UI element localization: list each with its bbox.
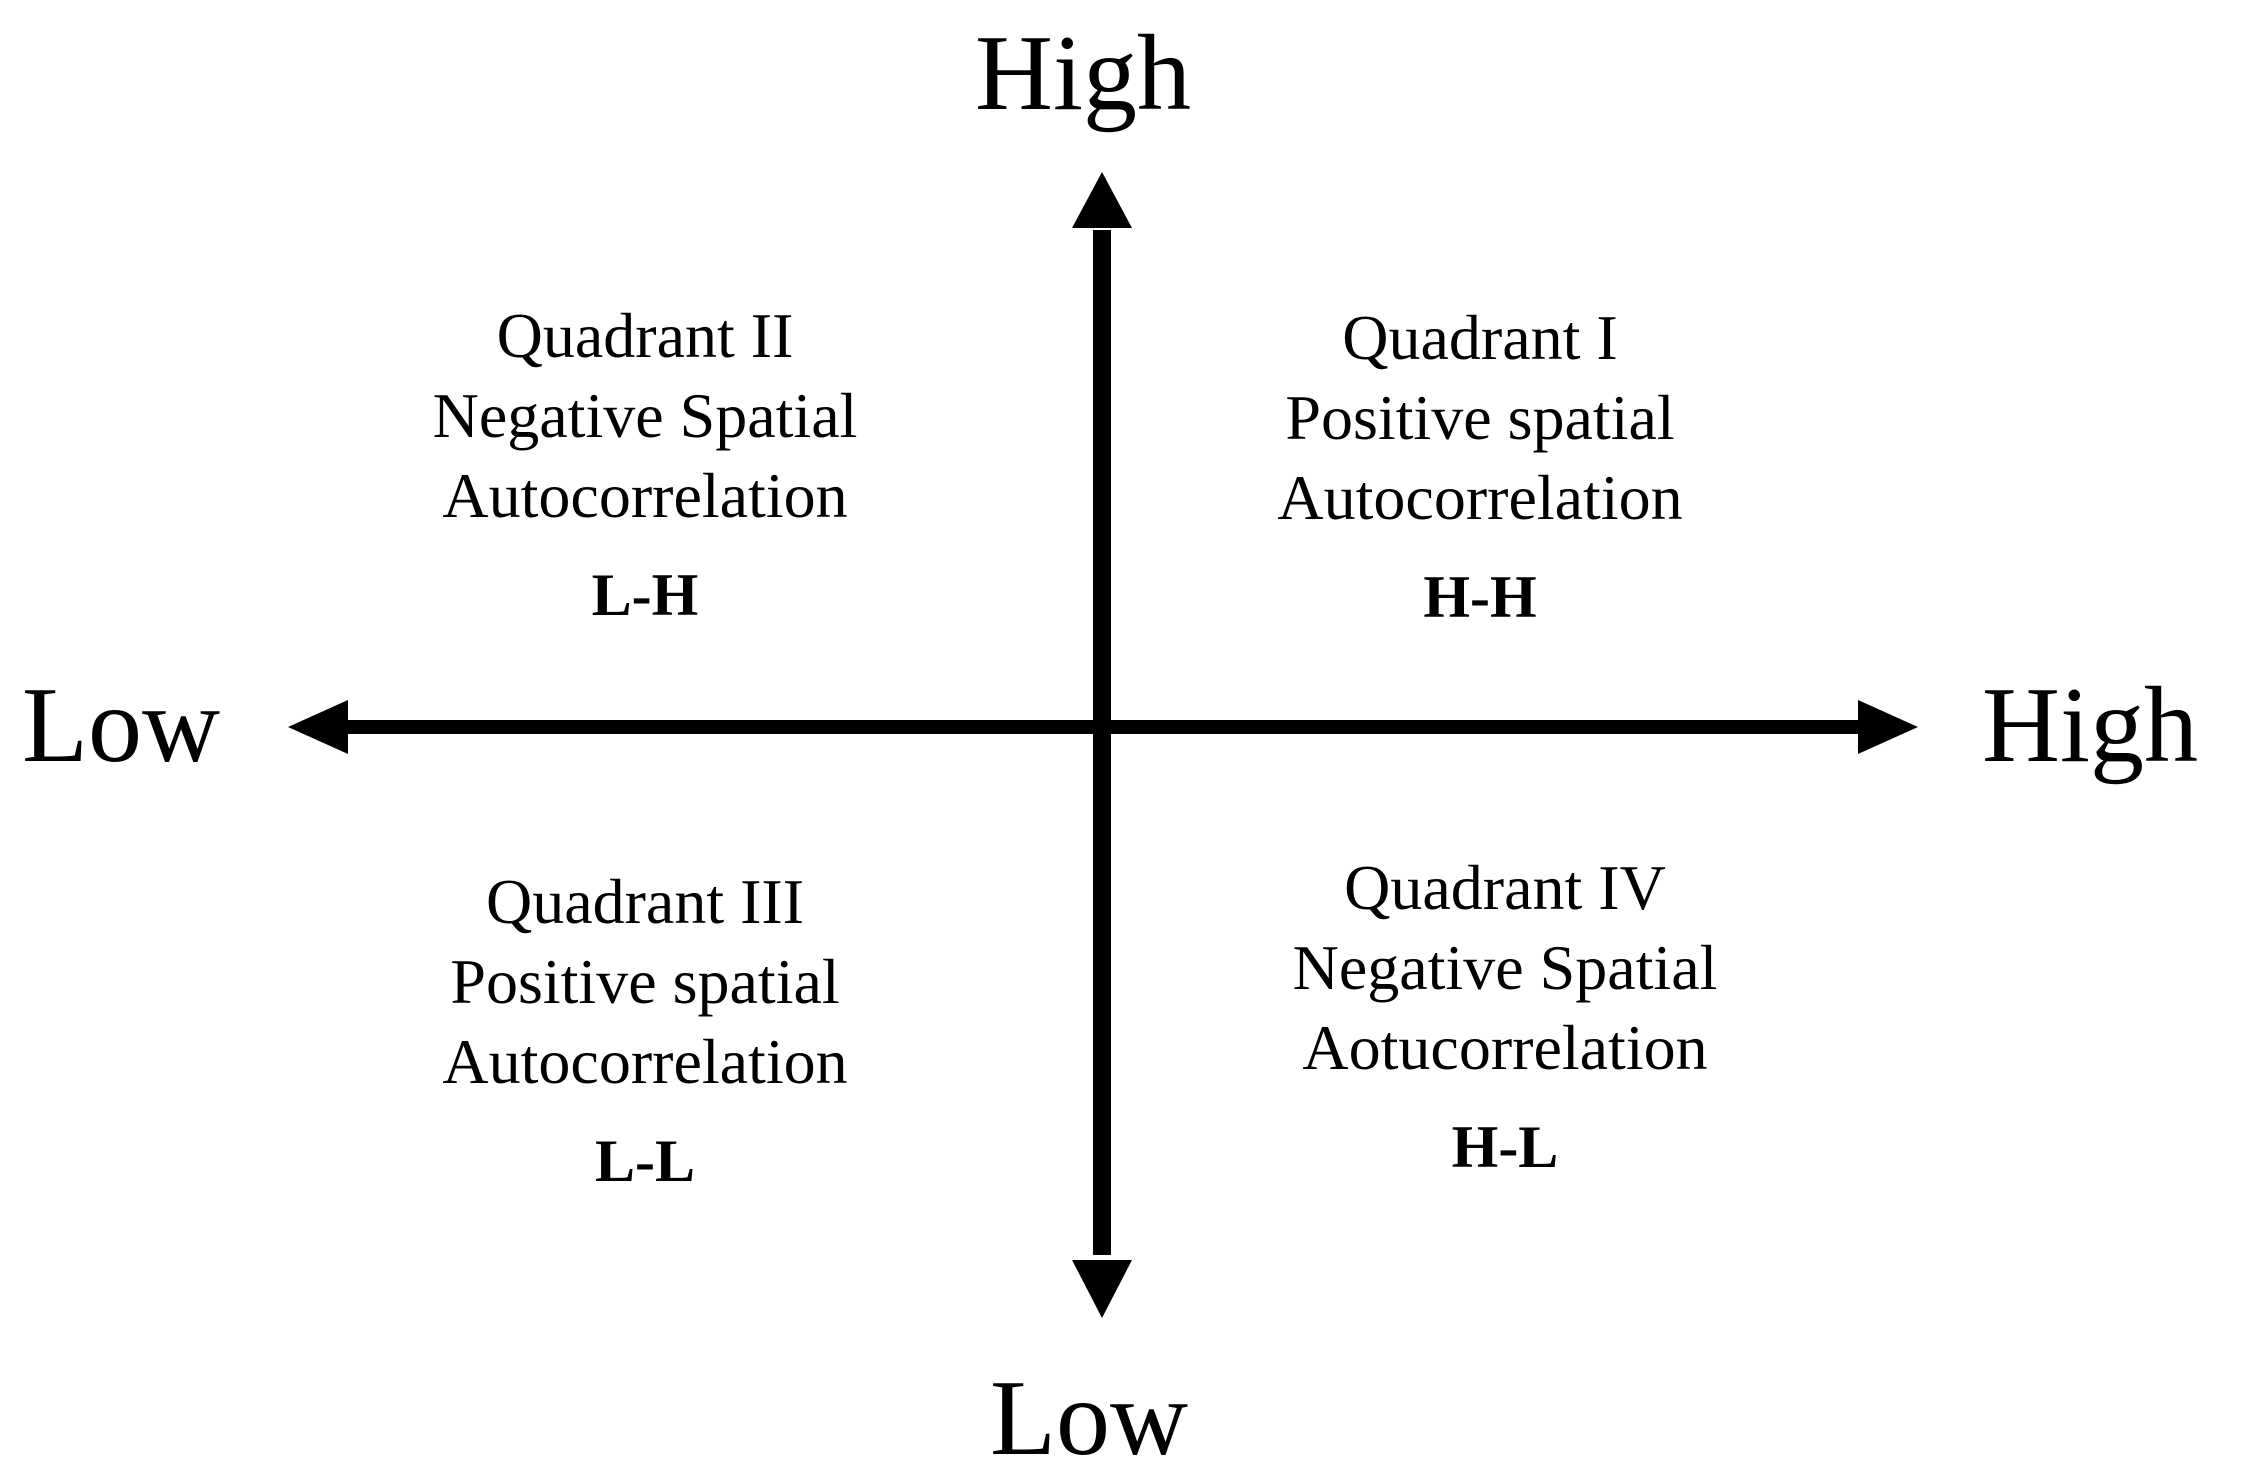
left-arrowhead — [288, 700, 348, 754]
quadrant-iii: Quadrant III Positive spatial Autocorrel… — [335, 862, 955, 1196]
y-axis-high-label: High — [975, 14, 1191, 133]
quadrant-iv-title: Quadrant IV — [1344, 852, 1666, 923]
quadrant-ii-line-3: Autocorrelation — [442, 460, 848, 531]
x-axis-high-label: High — [1982, 666, 2198, 785]
quadrant-iii-title: Quadrant III — [485, 866, 805, 937]
quadrant-ii-title: Quadrant II — [496, 300, 794, 371]
quadrant-i-title: Quadrant I — [1342, 302, 1618, 373]
top-arrowhead — [1072, 172, 1132, 228]
quadrant-iii-line-3: Autocorrelation — [442, 1026, 848, 1097]
right-arrowhead — [1858, 700, 1918, 754]
quadrant-ii: Quadrant II Negative Spatial Autocorrela… — [335, 296, 955, 630]
quadrant-i: Quadrant I Positive spatial Autocorrelat… — [1170, 298, 1790, 632]
quadrant-iv-line-3: Aotucorrelation — [1302, 1012, 1708, 1083]
quadrant-i-code: H-H — [1423, 564, 1537, 630]
quadrant-iv-code: H-L — [1451, 1114, 1559, 1180]
quadrant-ii-line-2: Negative Spatial — [432, 380, 858, 451]
quadrant-iii-code: L-L — [594, 1128, 696, 1194]
bottom-arrowhead — [1072, 1260, 1132, 1318]
quadrant-iv-line-2: Negative Spatial — [1292, 932, 1718, 1003]
quadrant-iv: Quadrant IV Negative Spatial Aotucorrela… — [1195, 848, 1815, 1182]
y-axis-low-label: Low — [990, 1359, 1188, 1478]
quadrant-iii-line-2: Positive spatial — [450, 946, 840, 1017]
quadrant-i-line-2: Positive spatial — [1285, 382, 1675, 453]
quadrant-i-line-3: Autocorrelation — [1277, 462, 1683, 533]
x-axis-low-label: Low — [22, 666, 220, 785]
quadrant-ii-code: L-H — [591, 562, 699, 628]
